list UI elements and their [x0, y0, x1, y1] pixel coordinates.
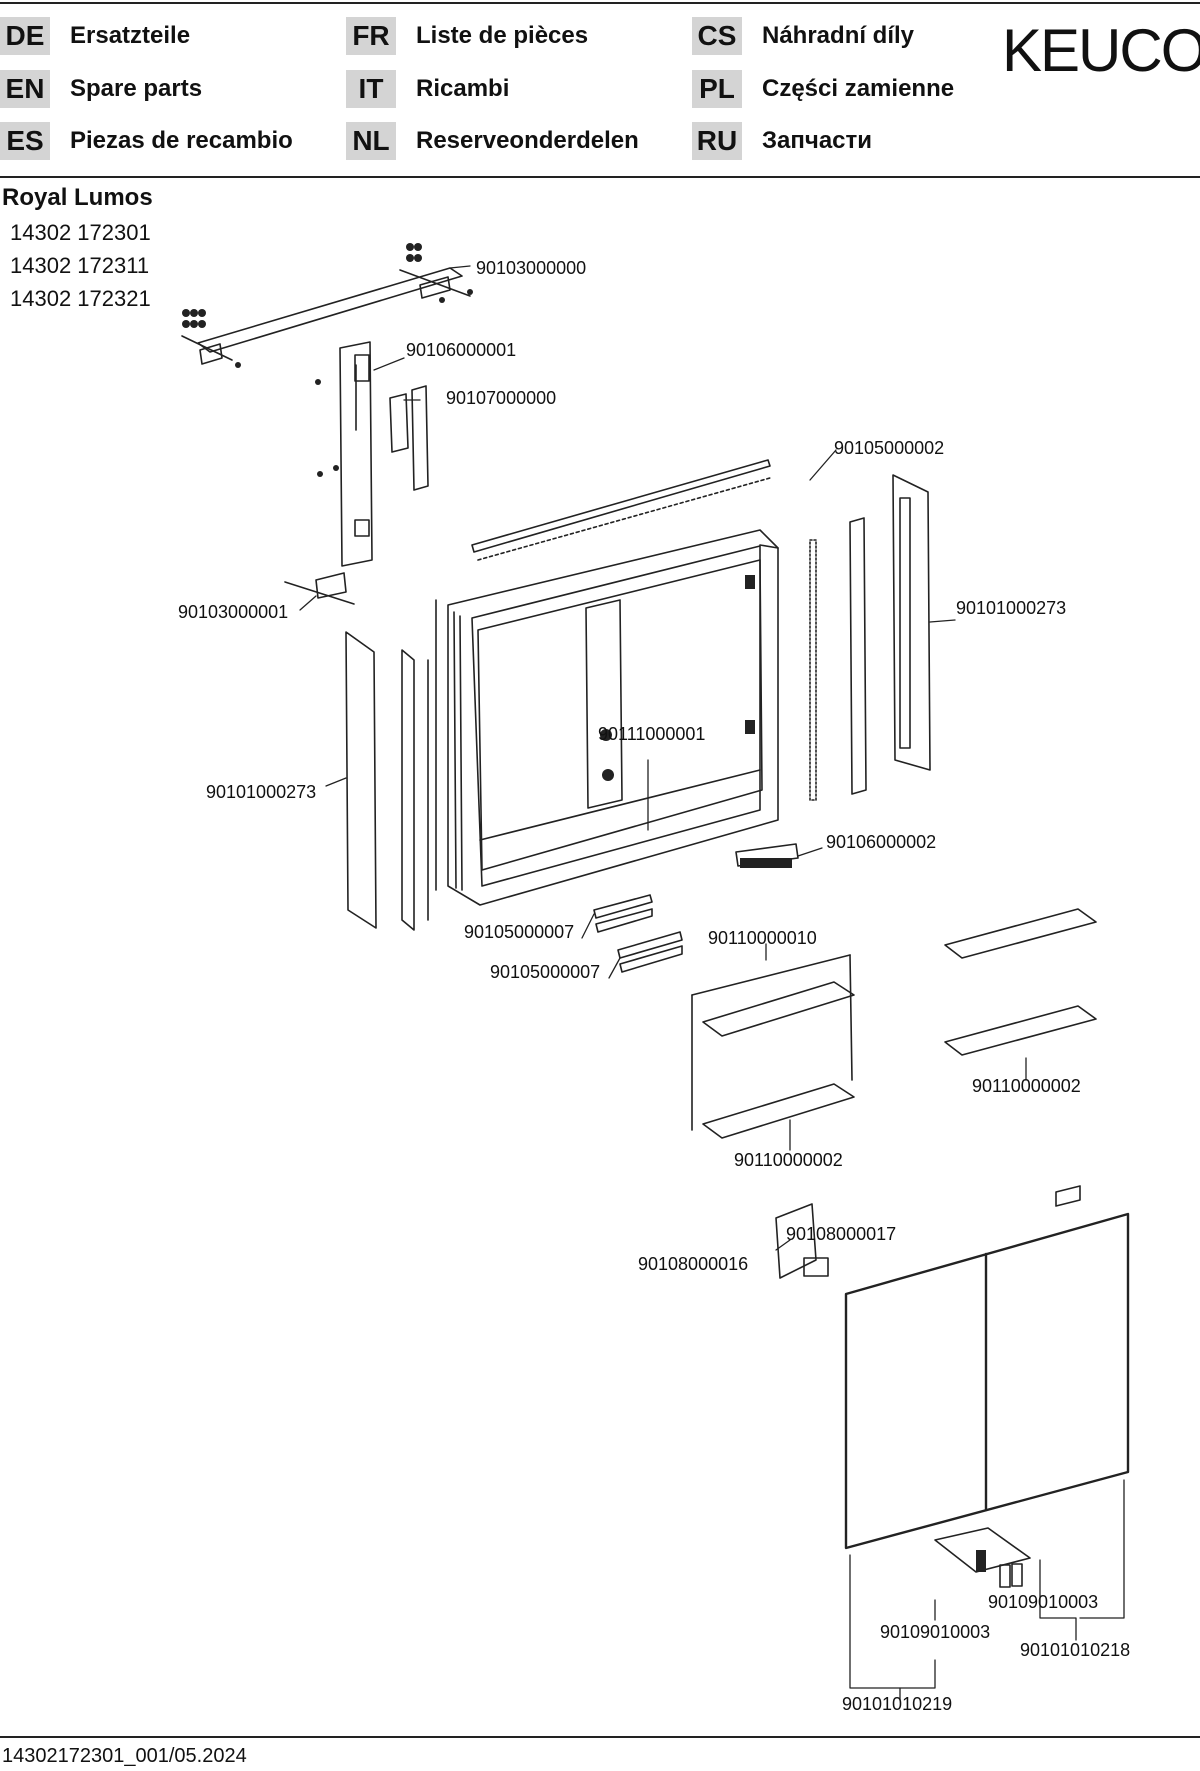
glass-shelves-right — [944, 908, 1097, 1056]
part-label: 90105000002 — [834, 438, 944, 458]
lang-label-fr: Liste de pièces — [416, 22, 589, 49]
top-mounting-rail — [181, 243, 473, 368]
lang-code-cs: CS — [692, 17, 742, 55]
part-label: 90108000017 — [786, 1224, 896, 1244]
bottom-led-module — [735, 843, 799, 868]
lang-code-it: IT — [346, 70, 396, 108]
lang-label-pl: Części zamienne — [762, 75, 955, 102]
part-label: 90101010219 — [842, 1694, 952, 1714]
part-label: 90110000010 — [708, 928, 817, 948]
header-rule — [0, 176, 1200, 178]
lang-label-it: Ricambi — [416, 75, 510, 102]
article-number-3: 14302 172321 — [10, 286, 151, 311]
lang-code-pl: PL — [692, 70, 742, 108]
electronics-bracket — [315, 341, 429, 567]
article-number-2: 14302 172311 — [10, 253, 150, 278]
top-rule — [0, 2, 1200, 4]
part-label: 90110000002 — [734, 1150, 843, 1170]
part-label: 90107000000 — [446, 388, 556, 408]
wall-hinge-plate — [284, 572, 355, 605]
part-label: 90111000001 — [598, 724, 705, 744]
lang-code-es: ES — [0, 122, 50, 160]
lang-code-nl: NL — [346, 122, 396, 160]
part-label: 90106000001 — [406, 340, 516, 360]
cabinet-body — [435, 529, 779, 906]
left-side-panel — [345, 631, 429, 931]
brand-logo: KEUCO — [1002, 17, 1200, 84]
part-label: 90105000007 — [490, 962, 600, 982]
product-name: Royal Lumos — [2, 184, 153, 211]
lang-code-fr: FR — [346, 17, 396, 55]
glass-shelves-left — [691, 954, 855, 1139]
part-label: 90105000007 — [464, 922, 574, 942]
part-label: 90101000273 — [206, 782, 316, 802]
lang-code-en: EN — [0, 70, 50, 108]
cover-profiles — [593, 894, 683, 973]
part-label: 90103000001 — [178, 602, 288, 622]
part-label: 90110000002 — [972, 1076, 1081, 1096]
lang-label-ru: Запчасти — [762, 127, 873, 154]
article-number-1: 14302 172301 — [10, 220, 151, 245]
hinge-set — [934, 1527, 1031, 1588]
lang-label-es: Piezas de recambio — [70, 127, 293, 154]
part-label: 90103000000 — [476, 258, 586, 278]
part-label: 90109010003 — [880, 1622, 990, 1642]
document-code: 14302172301_001/05.2024 — [2, 1745, 247, 1767]
part-label: 90101000273 — [956, 598, 1066, 618]
part-label: 90101010218 — [1020, 1640, 1130, 1660]
lang-label-nl: Reserveonderdelen — [416, 127, 639, 154]
part-label: 90106000002 — [826, 832, 936, 852]
part-label: 90108000016 — [638, 1254, 748, 1274]
door-damper-set — [775, 1203, 829, 1279]
top-trim-strip — [471, 459, 771, 561]
lang-code-ru: RU — [692, 122, 742, 160]
lang-label-cs: Náhradní díly — [762, 22, 915, 49]
lang-code-de: DE — [0, 17, 50, 55]
led-profile-strip — [809, 474, 931, 801]
mirror-doors — [844, 1185, 1130, 1550]
lang-label-en: Spare parts — [70, 75, 203, 102]
footer-rule — [0, 1736, 1200, 1738]
lang-label-de: Ersatzteile — [70, 22, 191, 49]
part-label: 90109010003 — [988, 1592, 1098, 1612]
leader-lines — [299, 265, 1125, 1701]
